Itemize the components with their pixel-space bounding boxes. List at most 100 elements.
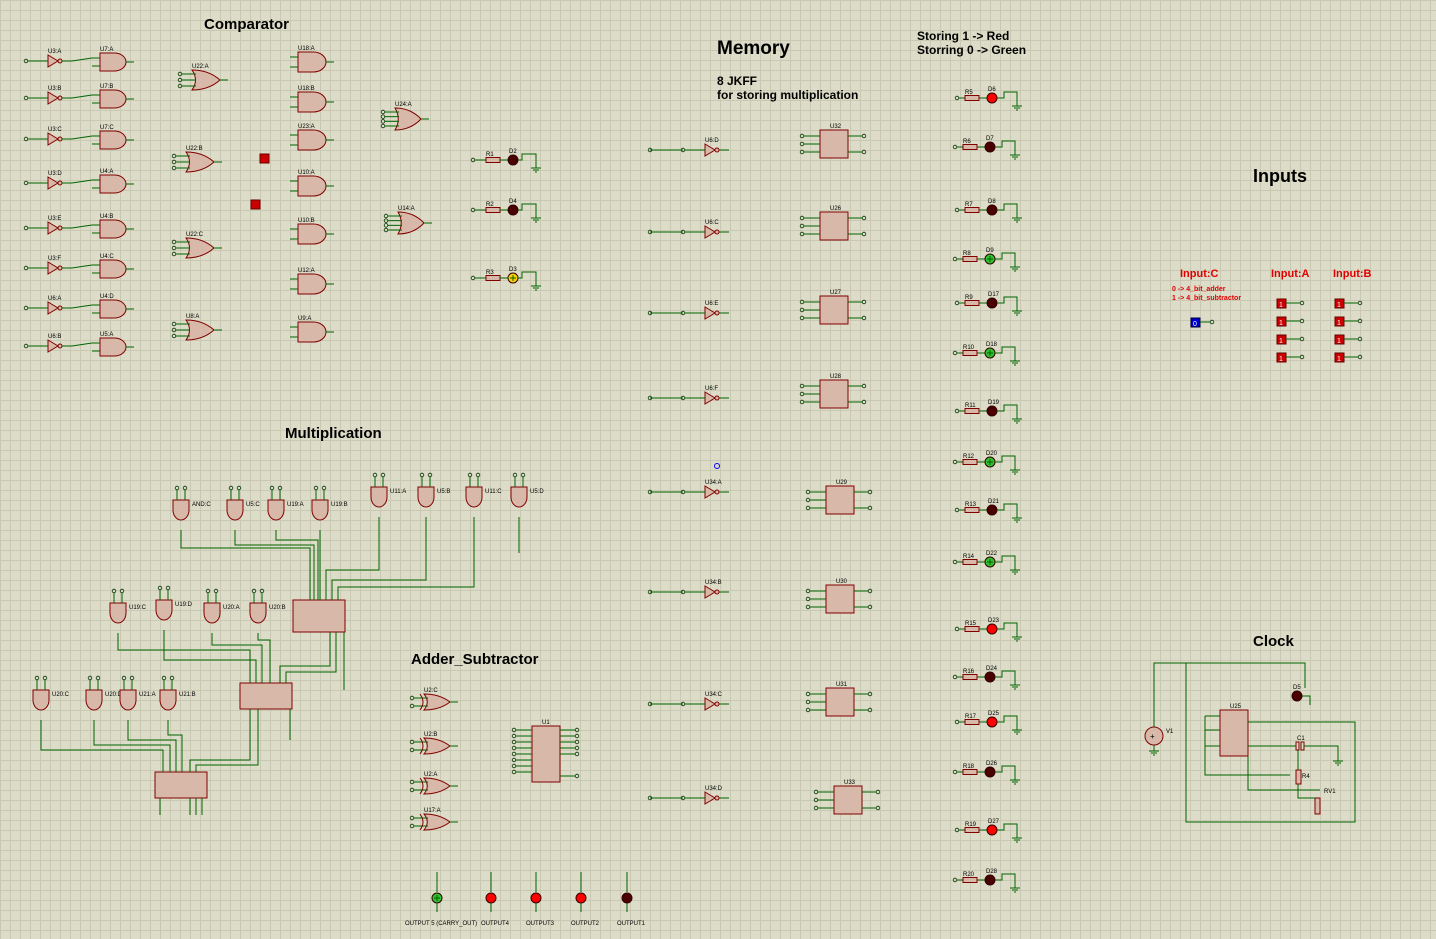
resistor-label: R5 xyxy=(965,90,973,96)
capacitor[interactable] xyxy=(1295,741,1300,751)
not-gate[interactable] xyxy=(704,143,716,157)
resistor[interactable] xyxy=(485,157,501,163)
or-gate[interactable] xyxy=(185,319,215,341)
and-gate[interactable] xyxy=(99,337,127,357)
not-gate[interactable] xyxy=(47,54,59,68)
resistor[interactable] xyxy=(964,507,980,513)
and-gate[interactable] xyxy=(99,219,127,239)
resistor[interactable] xyxy=(962,256,978,262)
or-gate[interactable] xyxy=(191,69,221,91)
not-gate[interactable] xyxy=(47,339,59,353)
resistor[interactable] xyxy=(964,207,980,213)
potentiometer[interactable] xyxy=(1314,797,1321,815)
or-gate[interactable] xyxy=(397,211,425,235)
not-gate[interactable] xyxy=(704,485,716,499)
resistor[interactable] xyxy=(964,626,980,632)
ic-chip[interactable] xyxy=(1219,709,1249,757)
resistor[interactable] xyxy=(964,300,980,306)
ic-chip[interactable] xyxy=(825,687,855,717)
ic-chip[interactable] xyxy=(819,295,849,325)
and-gate[interactable] xyxy=(99,299,127,319)
resistor[interactable] xyxy=(485,207,501,213)
ic-chip[interactable] xyxy=(531,725,561,783)
and-gate[interactable] xyxy=(311,499,329,521)
and-gate[interactable] xyxy=(155,599,173,621)
or-gate[interactable] xyxy=(185,151,215,173)
not-gate[interactable] xyxy=(704,225,716,239)
and-gate[interactable] xyxy=(99,259,127,279)
not-gate[interactable] xyxy=(47,91,59,105)
and-gate[interactable] xyxy=(297,273,327,295)
ic-chip[interactable] xyxy=(239,682,293,710)
and-gate[interactable] xyxy=(297,223,327,245)
resistor[interactable] xyxy=(962,674,978,680)
resistor[interactable] xyxy=(964,827,980,833)
resistor[interactable] xyxy=(1295,769,1302,785)
and-gate[interactable] xyxy=(85,689,103,711)
and-gate[interactable] xyxy=(465,486,483,508)
not-gate[interactable] xyxy=(47,221,59,235)
and-gate[interactable] xyxy=(297,129,327,151)
and-gate[interactable] xyxy=(417,486,435,508)
not-gate[interactable] xyxy=(704,585,716,599)
and-gate[interactable] xyxy=(99,89,127,109)
resistor[interactable] xyxy=(962,769,978,775)
ic-chip[interactable] xyxy=(819,129,849,159)
and-gate[interactable] xyxy=(109,602,127,624)
and-gate[interactable] xyxy=(510,486,528,508)
ic-chip[interactable] xyxy=(825,584,855,614)
pin-terminal xyxy=(954,300,960,306)
and-gate[interactable] xyxy=(297,51,327,73)
capacitor[interactable] xyxy=(1300,741,1305,751)
resistor[interactable] xyxy=(962,559,978,565)
or-gate[interactable] xyxy=(394,107,422,131)
and-gate[interactable] xyxy=(32,689,50,711)
not-gate[interactable] xyxy=(47,301,59,315)
logic-probe[interactable] xyxy=(259,153,270,164)
ic-chip[interactable] xyxy=(292,599,346,633)
ic-chip[interactable] xyxy=(819,211,849,241)
and-gate[interactable] xyxy=(226,499,244,521)
ic-chip[interactable] xyxy=(833,785,863,815)
resistor[interactable] xyxy=(964,95,980,101)
and-gate[interactable] xyxy=(297,321,327,343)
and-gate[interactable] xyxy=(249,602,267,624)
resistor[interactable] xyxy=(962,350,978,356)
not-gate[interactable] xyxy=(704,306,716,320)
and-gate[interactable] xyxy=(172,499,190,521)
resistor[interactable] xyxy=(964,408,980,414)
not-gate[interactable] xyxy=(47,261,59,275)
not-gate[interactable] xyxy=(704,697,716,711)
or-gate[interactable] xyxy=(422,813,451,831)
ic-chip[interactable] xyxy=(819,379,849,409)
led xyxy=(986,504,998,516)
ic-chip[interactable] xyxy=(154,771,208,799)
resistor[interactable] xyxy=(485,275,501,281)
ic-chip[interactable] xyxy=(825,485,855,515)
and-gate[interactable] xyxy=(159,689,177,711)
logic-probe[interactable] xyxy=(250,199,261,210)
and-gate[interactable] xyxy=(203,602,221,624)
resistor[interactable] xyxy=(962,877,978,883)
or-gate[interactable] xyxy=(422,737,451,755)
or-gate[interactable] xyxy=(422,777,451,795)
or-gate[interactable] xyxy=(422,693,451,711)
and-gate[interactable] xyxy=(99,52,127,72)
and-gate[interactable] xyxy=(297,91,327,113)
not-gate[interactable] xyxy=(704,791,716,805)
resistor[interactable] xyxy=(964,719,980,725)
resistor[interactable] xyxy=(962,144,978,150)
and-gate[interactable] xyxy=(370,486,388,508)
not-gate[interactable] xyxy=(47,176,59,190)
not-gate[interactable] xyxy=(47,132,59,146)
and-gate[interactable] xyxy=(119,689,137,711)
and-gate[interactable] xyxy=(297,175,327,197)
and-gate[interactable] xyxy=(267,499,285,521)
resistor[interactable] xyxy=(962,459,978,465)
and-gate[interactable] xyxy=(99,130,127,150)
and-gate[interactable] xyxy=(99,174,127,194)
or-gate[interactable] xyxy=(185,237,215,259)
not-gate[interactable] xyxy=(704,391,716,405)
